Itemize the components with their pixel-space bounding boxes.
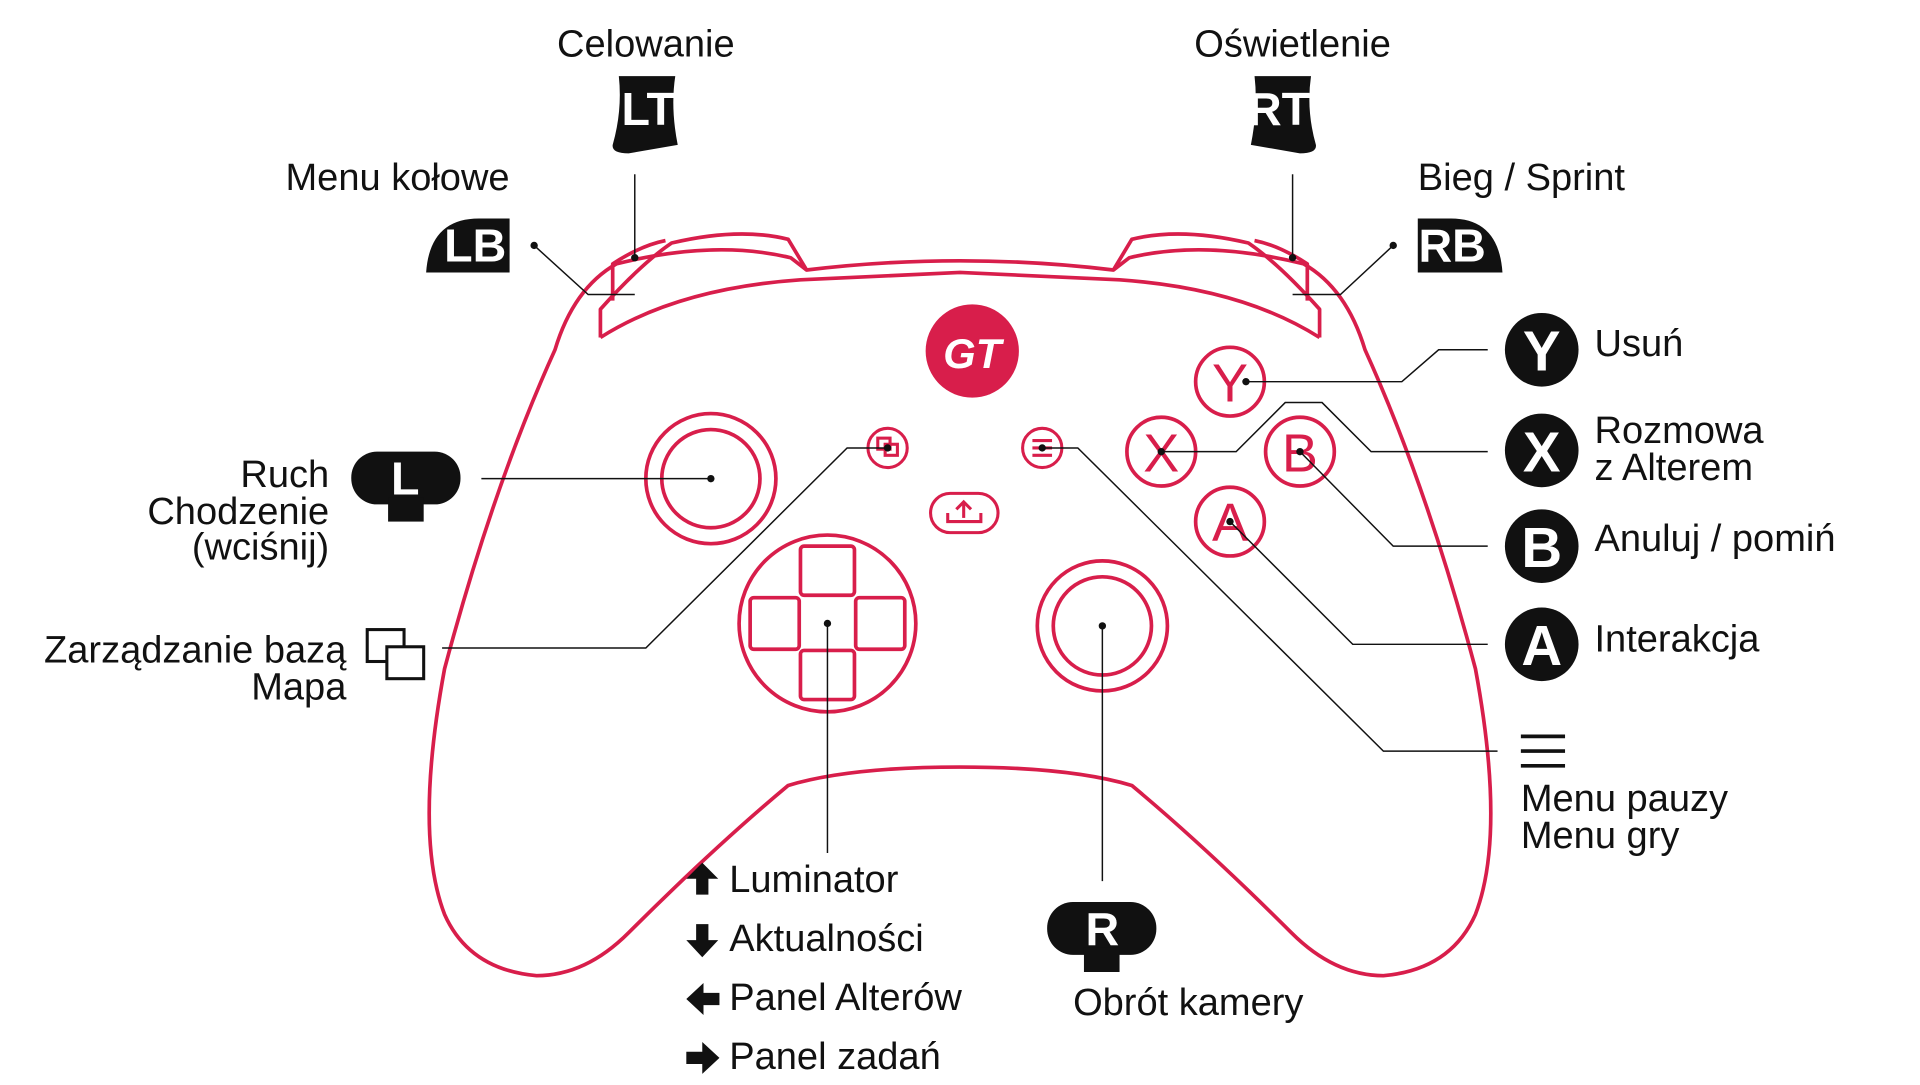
rb-badge-text: RB bbox=[1418, 219, 1485, 271]
r-stick-badge-text: R bbox=[1086, 903, 1120, 955]
controller-body bbox=[427, 232, 1493, 978]
label-ruch: Ruch bbox=[240, 454, 329, 496]
label-oswietlenie: Oświetlenie bbox=[1194, 23, 1391, 65]
label-rozmowa-line1: Rozmowa bbox=[1595, 410, 1765, 452]
label-zarzadzanie-baza: Zarządzanie bazą bbox=[44, 630, 347, 672]
label-celowanie: Celowanie bbox=[557, 23, 735, 65]
label-aktualnosci: Aktualności bbox=[729, 918, 923, 960]
label-menu-pauzy: Menu pauzy bbox=[1521, 778, 1728, 820]
label-luminator: Luminator bbox=[729, 859, 898, 901]
label-interakcja: Interakcja bbox=[1595, 619, 1761, 661]
label-menu-gry: Menu gry bbox=[1521, 815, 1680, 857]
gt-logo: GT bbox=[925, 304, 1019, 398]
b-badge: B bbox=[1504, 509, 1579, 583]
menu-icon bbox=[1520, 734, 1566, 768]
label-usun: Usuń bbox=[1595, 323, 1684, 365]
label-bieg-sprint: Bieg / Sprint bbox=[1418, 157, 1626, 199]
a-badge-letter: A bbox=[1521, 614, 1562, 677]
lb-badge: LB bbox=[426, 218, 510, 273]
leader-lines bbox=[442, 174, 1498, 882]
lt-badge: LT bbox=[612, 76, 678, 154]
label-wcisnij: (wciśnij) bbox=[192, 527, 329, 569]
x-badge-letter: X bbox=[1523, 420, 1561, 483]
label-mapa: Mapa bbox=[251, 667, 347, 709]
lt-badge-text: LT bbox=[622, 83, 676, 135]
leader-dots bbox=[530, 241, 1397, 630]
l-stick-badge: L bbox=[351, 451, 461, 522]
label-obrot-kamery: Obrót kamery bbox=[1073, 982, 1303, 1024]
r-stick-badge: R bbox=[1047, 902, 1157, 972]
b-badge-letter: B bbox=[1521, 516, 1562, 579]
arrow-right-icon bbox=[686, 1041, 720, 1074]
gt-logo-text: GT bbox=[943, 330, 1004, 377]
rt-badge-text: RT bbox=[1248, 83, 1310, 135]
label-menu-kolowe: Menu kołowe bbox=[285, 157, 509, 199]
l-stick-badge-text: L bbox=[391, 453, 419, 505]
view-icon bbox=[365, 628, 426, 681]
arrow-down-icon bbox=[686, 924, 719, 958]
label-panel-alterow: Panel Alterów bbox=[729, 977, 962, 1019]
label-chodzenie: Chodzenie bbox=[147, 491, 329, 533]
share-button bbox=[929, 491, 1000, 535]
rb-badge: RB bbox=[1417, 218, 1503, 273]
arrow-up-icon bbox=[686, 862, 719, 895]
label-anuluj: Anuluj / pomiń bbox=[1595, 518, 1836, 560]
y-badge-letter: Y bbox=[1523, 320, 1561, 383]
face-button-y-letter: Y bbox=[1212, 353, 1248, 413]
a-badge: A bbox=[1504, 607, 1579, 682]
rt-badge: RT bbox=[1248, 76, 1316, 154]
y-badge: Y bbox=[1504, 312, 1579, 387]
arrow-left-icon bbox=[686, 983, 720, 1015]
label-panel-zadan: Panel zadań bbox=[729, 1036, 940, 1078]
face-button-b: B bbox=[1263, 415, 1337, 488]
x-badge: X bbox=[1504, 413, 1579, 488]
label-rozmowa-line2: z Alterem bbox=[1595, 447, 1754, 489]
lb-badge-text: LB bbox=[444, 219, 506, 271]
